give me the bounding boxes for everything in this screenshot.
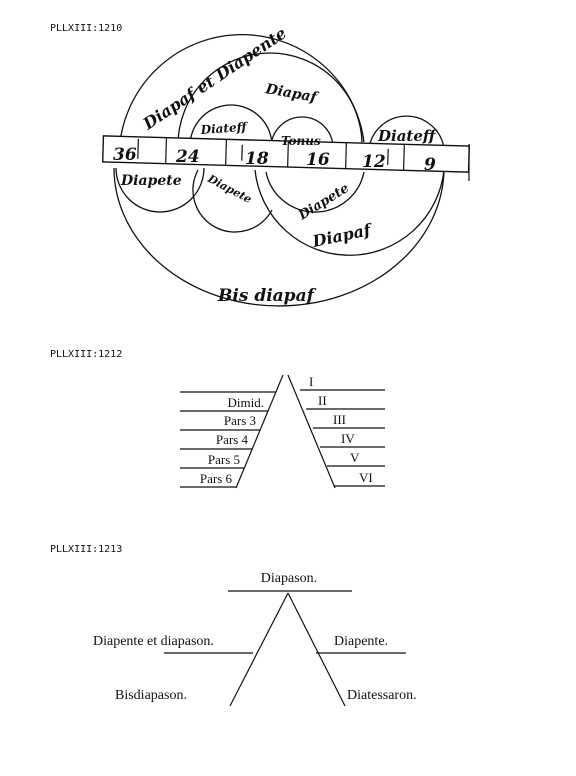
left-label-dimid: Dimid. [228, 395, 264, 410]
label-diapente: Diapente. [334, 634, 388, 649]
figure-1212-label: PLLXIII:1212 [50, 349, 122, 360]
right-label-4: IV [341, 431, 355, 446]
tree-left-side [229, 592, 289, 707]
label-diapente-left: Diapete [120, 173, 182, 189]
label-diatess-left: Diateff [199, 120, 249, 137]
label-diapaf-et-diapente: Diapaf et Diapente [139, 23, 290, 133]
tonus-arc [270, 116, 334, 149]
bis-diapaf-arc [113, 167, 445, 307]
number-band [101, 135, 471, 181]
right-label-6: VI [359, 470, 373, 485]
number-16: 16 [306, 150, 330, 170]
triangle-right-side [287, 374, 336, 489]
label-bisdiapason: Bisdiapason. [115, 688, 187, 703]
harmonic-circles-diagram [113, 34, 445, 307]
right-label-2: II [318, 393, 327, 408]
label-diapaf-upper: Diapaf [263, 81, 320, 106]
right-label-1: I [309, 374, 313, 389]
left-label-pars-6: Pars 6 [200, 471, 233, 486]
label-diatess-right: Diateff [377, 127, 438, 145]
label-tonus: Tonus [281, 134, 321, 148]
diatess-right-arc [368, 115, 445, 149]
diapaf-upper-arc [177, 52, 363, 146]
label-diapente-middle: Diapete [205, 172, 254, 206]
left-label-pars-5: Pars 5 [208, 452, 240, 467]
label-diatessaron: Diatessaron. [347, 688, 417, 703]
tree-right-side [287, 592, 346, 707]
left-label-pars-4: Pars 4 [216, 432, 249, 447]
diapente-middle-arc [192, 169, 273, 233]
diapente-left-arc [115, 167, 205, 213]
label-diapaf-lower: Diapaf [310, 219, 375, 251]
label-diapason: Diapason. [261, 571, 317, 586]
triangle-left-side [235, 374, 284, 489]
number-18: 18 [245, 149, 269, 169]
label-diapente-right: Diapete [295, 181, 352, 224]
label-bis-diapaf: Bis diapaf [217, 286, 317, 306]
diatess-left-arc [189, 104, 273, 147]
triangle-division-diagram [180, 374, 385, 489]
figure-1213-label: PLLXIII:1213 [50, 544, 122, 555]
number-12: 12 [362, 152, 386, 172]
number-36: 36 [113, 145, 137, 165]
label-diapente-et-diapason: Diapente et diapason. [93, 634, 214, 649]
right-label-3: III [333, 412, 346, 427]
figure-1210-label: PLLXIII:1210 [50, 23, 122, 34]
right-label-5: V [350, 450, 360, 465]
number-9: 9 [424, 155, 436, 175]
left-label-pars-3: Pars 3 [224, 413, 256, 428]
diapaf-lower-arc [254, 169, 445, 256]
number-24: 24 [175, 147, 200, 167]
interval-tree-diagram [164, 590, 406, 707]
diapente-right-arc [265, 171, 365, 213]
